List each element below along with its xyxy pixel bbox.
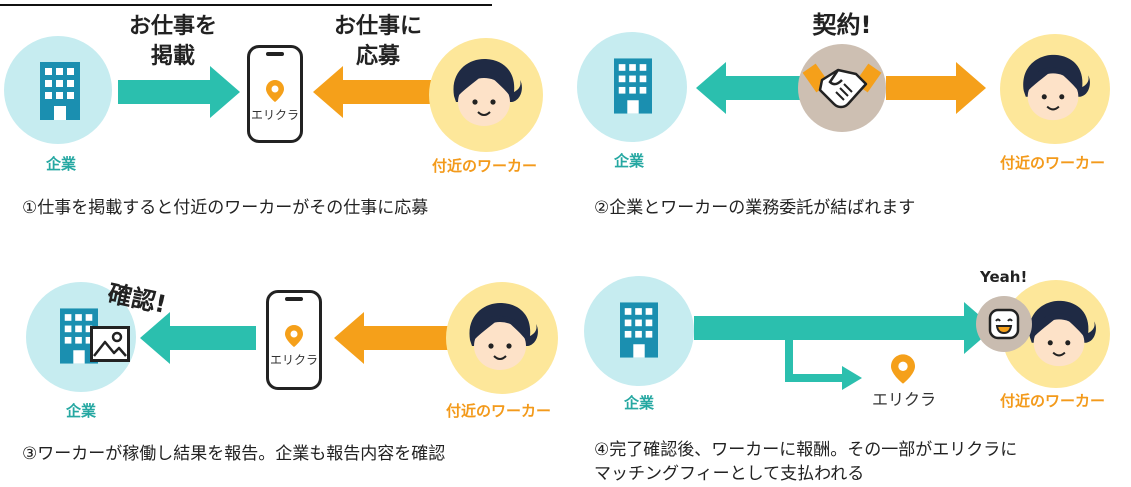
worker-face-icon (453, 58, 522, 126)
phone-notch (266, 52, 284, 56)
phone: エリクラ (266, 290, 322, 390)
teal-arrow-right (118, 66, 240, 118)
worker-label: 付近のワーカー (1000, 392, 1106, 410)
pin-icon (891, 354, 915, 384)
teal-arrow-left (696, 62, 804, 114)
orange-arrow-left (313, 66, 437, 118)
worker-face-icon (1029, 300, 1096, 367)
image-report-icon (90, 326, 130, 362)
panel-report: 確認! 企業 エリクラ 付近のワーカー ③ワーカーが稼働し結果を報告。企業も報告… (0, 250, 560, 487)
caption-step2: ②企業とワーカーの業務委託が結ばれます (594, 198, 916, 218)
pin-icon (285, 325, 303, 347)
company-label: 企業 (614, 152, 645, 170)
brand-label: エリクラ (269, 353, 318, 367)
worker-label: 付近のワーカー (446, 402, 552, 420)
worker-label: 付近のワーカー (1000, 154, 1106, 172)
company-label: 企業 (46, 155, 77, 173)
phone: エリクラ (247, 45, 303, 143)
contract-label: 契約! (812, 11, 872, 39)
handshake-icon (802, 63, 882, 109)
company-label: 企業 (66, 402, 97, 420)
worker-face-icon (1023, 54, 1090, 121)
caption-step4: ④完了確認後、ワーカーに報酬。その一部がエリクラに マッチングフィーとして支払わ… (594, 440, 1018, 484)
panel-post-and-apply: 企業 お仕事を 掲載 エリクラ お仕事に 応募 付近のワーカー ①仕事を掲載する… (0, 0, 560, 240)
brand-label: エリクラ (250, 108, 299, 122)
caption-step3: ③ワーカーが稼働し結果を報告。企業も報告内容を確認 (22, 444, 446, 464)
building-icon (614, 58, 652, 114)
post-job-label: お仕事を 掲載 (128, 14, 217, 69)
yeah-label: Yeah! (980, 268, 1028, 286)
worker-label: 付近のワーカー (432, 157, 538, 175)
smiley-icon (988, 308, 1020, 340)
orange-arrow-left (334, 312, 458, 364)
building-icon (40, 62, 80, 120)
orange-arrow-right (886, 62, 986, 114)
panel-contract: 企業 契約! 付近のワーカー ②企業とワーカーの業務委託が結ばれます (570, 0, 1131, 240)
top-divider (0, 4, 492, 6)
apply-job-label: お仕事に 応募 (333, 14, 422, 69)
caption-step1: ①仕事を掲載すると付近のワーカーがその仕事に応募 (22, 198, 429, 218)
teal-arrow-left (140, 312, 256, 364)
company-label: 企業 (624, 394, 655, 412)
worker-face-icon (469, 302, 538, 370)
pin-icon (266, 80, 284, 102)
panel-payment: 企業 エリクラ Yeah! 付近のワーカー ④完了確認後、ワーカーに報酬。その一… (570, 250, 1131, 487)
building-icon (620, 302, 658, 358)
brand-label: エリクラ (872, 390, 937, 409)
teal-payment-arrow (694, 302, 994, 390)
phone-notch (285, 297, 303, 301)
